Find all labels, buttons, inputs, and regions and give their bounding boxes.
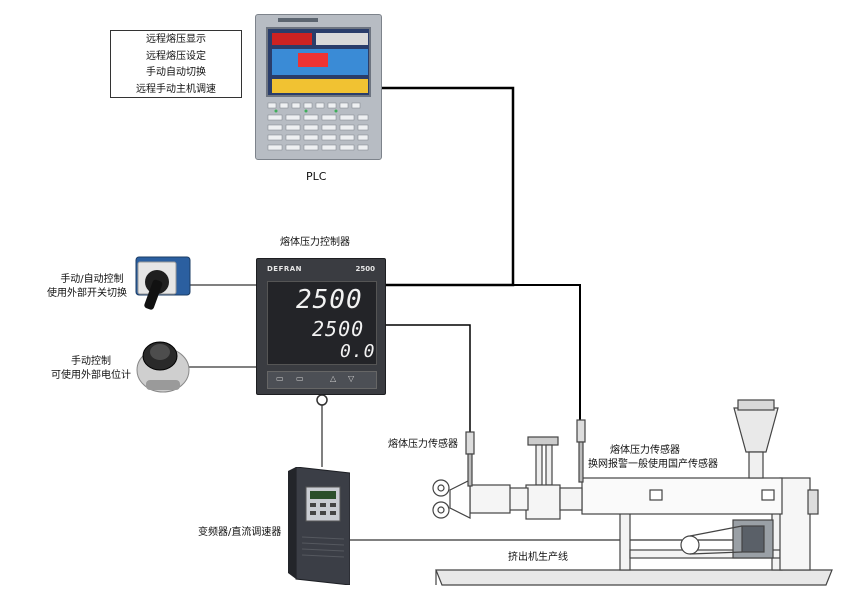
plc-function-item: 远程熔压显示 [146, 34, 206, 45]
key-icon[interactable]: ▭ [296, 374, 304, 383]
potentiometer-label: 手动控制 可使用外部电位计 [50, 355, 132, 383]
controller-brand: DEFRAN [267, 265, 303, 273]
plc-cable [382, 86, 515, 287]
controller-to-right-sensor-cable [513, 284, 581, 420]
potentiometer-label-line1: 手动控制 [71, 356, 111, 367]
plc-function-item: 远程手动主机调速 [136, 83, 216, 95]
controller-to-left-sensor-cable [386, 324, 471, 432]
controller-display: 2500 2500 0.0 [267, 281, 377, 365]
controller-title: 熔体压力控制器 [280, 237, 350, 248]
potentiometer-device [136, 341, 190, 393]
up-arrow-icon[interactable]: △ [330, 374, 337, 383]
left-sensor-label: 熔体压力传感器 [388, 439, 458, 450]
down-arrow-icon[interactable]: ▽ [348, 374, 355, 383]
key-icon[interactable]: ▭ [276, 374, 284, 383]
pressure-controller-device: DEFRAN 2500 2500 2500 0.0 ▭ ▭ △ ▽ [256, 258, 386, 395]
controller-model: 2500 [355, 265, 375, 273]
plc-function-item: 远程熔压设定 [146, 50, 206, 62]
plc-function-item: 手动自动切换 [146, 67, 206, 78]
setpoint-display: 2500 [312, 317, 365, 341]
right-sensor-label: 熔体压力传感器 换网报警一般使用国产传感器 [588, 444, 718, 472]
plc-function-list: 远程熔压显示 远程熔压设定 手动自动切换 远程手动主机调速 [110, 30, 242, 98]
plc-label: PLC [306, 170, 327, 183]
mode-switch-device [135, 256, 191, 310]
inverter-device [288, 467, 350, 585]
right-sensor-label-line2: 换网报警一般使用国产传感器 [588, 459, 718, 470]
inverter-label: 变频器/直流调速器 [198, 527, 282, 538]
plc-brand-strip [278, 18, 318, 22]
right-sensor-label-line1: 熔体压力传感器 [610, 445, 680, 456]
switch-label: 手动/自动控制 使用外部开关切换 [47, 273, 128, 301]
controller-keypad: ▭ ▭ △ ▽ [267, 371, 377, 389]
potentiometer-label-line2: 可使用外部电位计 [51, 370, 131, 381]
plc-screen [266, 27, 371, 97]
process-value-display: 2500 [296, 285, 363, 315]
switch-label-line2: 使用外部开关切换 [47, 288, 127, 299]
switch-label-line1: 手动/自动控制 [60, 274, 124, 285]
extruder-machine [432, 399, 833, 586]
output-display: 0.0 [340, 341, 376, 362]
plc-device [255, 14, 382, 160]
controller-bottom-connector [316, 394, 328, 406]
extruder-label: 挤出机生产线 [508, 552, 568, 563]
plc-keypad [267, 102, 369, 151]
